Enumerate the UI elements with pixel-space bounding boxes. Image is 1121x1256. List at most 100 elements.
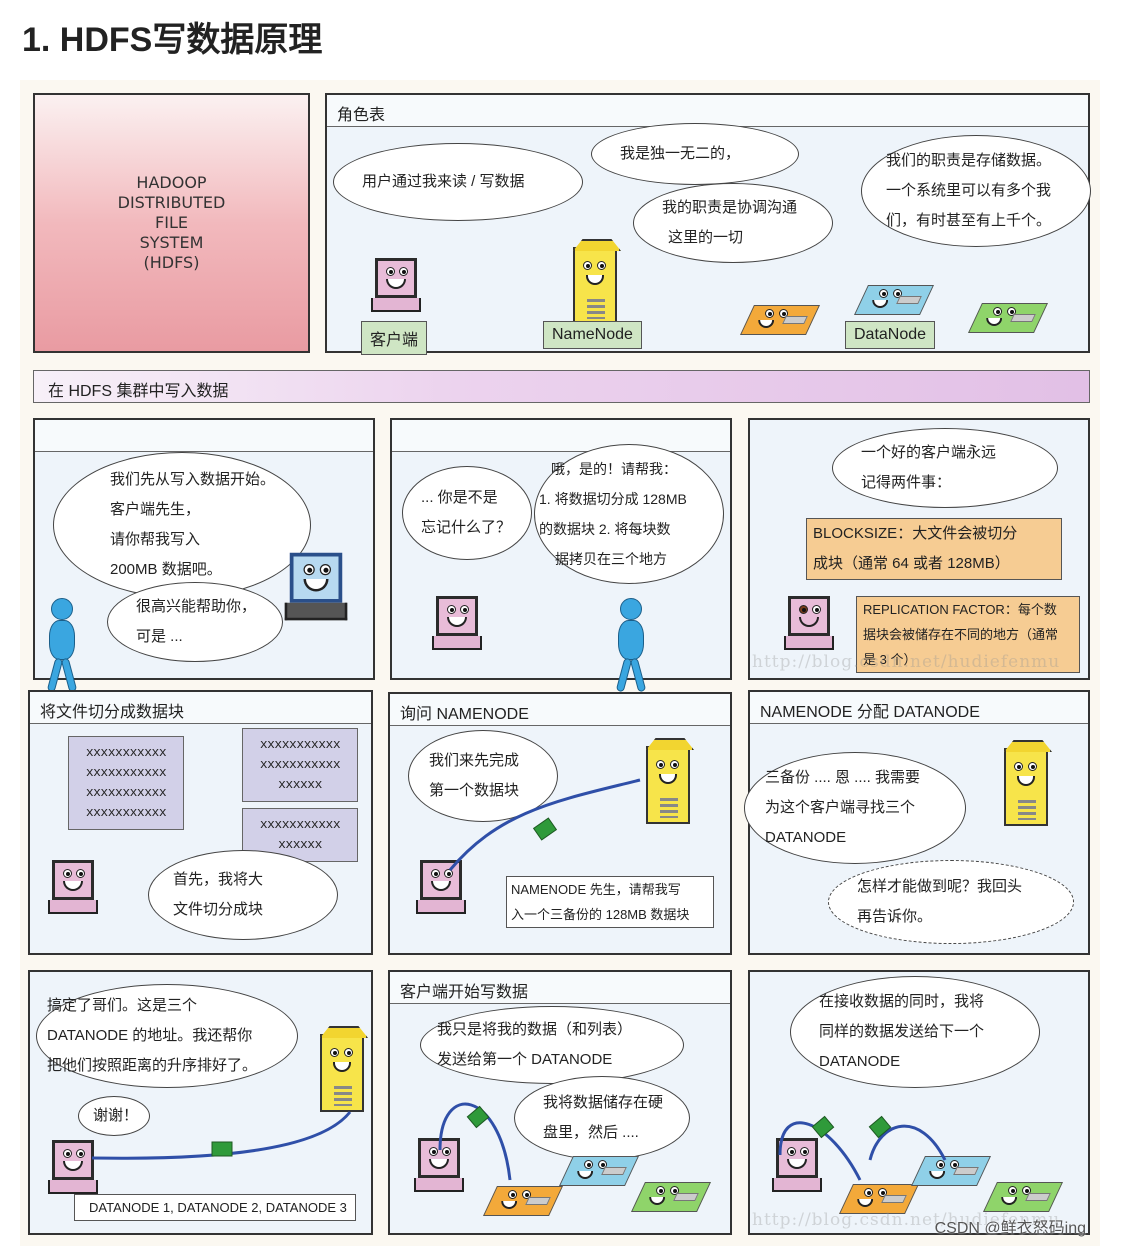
bubble-text: 忘记什么了？ [421,519,512,536]
datanode-blue-icon [854,285,934,315]
bubble-text: 我将数据储存在硬 [543,1094,664,1111]
datanode-orange-icon [483,1186,563,1216]
panel-header: NAMENODE 分配 DATANODE [750,692,1088,724]
bubble-text: 200MB 数据吧。 [110,561,222,578]
datanode-list-note: DATANODE 1, DATANODE 2, DATANODE 3 [74,1194,356,1221]
bubble-text: 可是 ... [136,628,183,645]
panel-namenode-assign: NAMENODE 分配 DATANODE 三备份 .... 恩 .... 我需要… [744,690,1090,955]
replication-factor-note: REPLICATION FACTOR：每个数据块会被储存在不同的地方（通常是 3… [856,596,1080,673]
bubble-text: 我们的职责是存储数据。 [886,152,1052,169]
namenode-server-icon [573,247,617,325]
bubble-text: DATANODE 的地址。我还帮你 [47,1027,253,1044]
datanode-blue-icon [559,1156,639,1186]
bubble-text: 记得两件事： [861,474,952,491]
bubble-text: 搞定了哥们。这是三个 [47,997,198,1014]
panel-two-things: 一个好的客户端永远记得两件事： BLOCKSIZE：大文件会被切分成块（通常 6… [748,418,1090,680]
panel-header: 询问 NAMENODE [390,694,730,726]
bubble-text: 首先，我将大 [173,871,264,888]
datanode-label: DataNode [845,321,936,349]
bubble-text: 用户通过我来读 / 写数据 [362,173,525,190]
bubble-text: 盘里，然后 .... [543,1124,639,1141]
hdfs-comic: HADOOP DISTRIBUTED FILE SYSTEM (HDFS) 角色… [20,80,1100,1246]
bubble-text: 一个好的客户端永远 [861,444,997,461]
bubble-text: 谢谢！ [93,1107,139,1124]
bubble-text: 们，有时甚至有上千个。 [886,212,1052,229]
request-note: NAMENODE 先生，请帮我写入一个三备份的 128MB 数据块 [506,876,714,928]
speech-bubble: 我们来先完成第一个数据块 [408,730,558,822]
datanode-green-icon [983,1182,1063,1212]
client-laptop-icon [772,1138,822,1196]
note-text: 是 3 个） [863,652,917,667]
bubble-text: 很高兴能帮助你， [136,598,257,615]
note-text: REPLICATION FACTOR：每个数 [863,602,1057,617]
panel-header [392,420,730,452]
speech-bubble: 我的职责是协调沟通这里的一切 [633,183,833,263]
client-laptop-icon [371,258,421,316]
bubble-text: 同样的数据发送给下一个 [819,1023,985,1040]
roles-panel: 角色表 用户通过我来读 / 写数据 我是独一无二的， 我的职责是协调沟通这里的一… [325,93,1091,355]
client-laptop-icon [284,552,348,626]
bubble-text: 把他们按照距离的升序排好了。 [47,1057,258,1074]
datanode-orange-icon [740,305,820,335]
bubble-text: 三备份 .... 恩 .... 我需要 [765,769,921,786]
bubble-text: 1. 将数据切分成 128MB [539,491,687,507]
bubble-text: 我的职责是协调沟通 [662,199,798,216]
note-text: 成块（通常 64 或者 128MB） [813,555,1010,572]
datanode-green-icon [631,1182,711,1212]
client-laptop-icon [784,596,834,654]
bubble-text: 怎样才能做到呢？我回头 [857,878,1023,895]
blocksize-note: BLOCKSIZE：大文件会被切分成块（通常 64 或者 128MB） [806,518,1062,580]
speech-bubble: 谢谢！ [78,1096,150,1136]
note-text: 据块会被储存在不同的地方（通常 [863,627,1059,642]
speech-bubble: 一个好的客户端永远记得两件事： [832,428,1058,508]
bubble-text: 再告诉你。 [857,908,933,925]
speech-bubble: 我只是将我的数据（和列表）发送给第一个 DATANODE [420,1006,684,1084]
bubble-text: 我只是将我的数据（和列表） [437,1021,633,1038]
cover-panel: HADOOP DISTRIBUTED FILE SYSTEM (HDFS) [33,93,310,353]
bubble-text: 我是独一无二的， [620,145,741,162]
cover-text: HADOOP DISTRIBUTED FILE SYSTEM (HDFS) [117,173,226,272]
panel-header: 角色表 [327,95,1088,127]
speech-bubble: 我们的职责是存储数据。一个系统里可以有多个我们，有时甚至有上千个。 [861,135,1091,247]
bubble-text: ... 你是不是 [421,489,498,506]
datanode-green-icon [968,303,1048,333]
client-laptop-icon [416,860,466,918]
bubble-text: 的数据块 2. 将每块数 [539,521,671,537]
user-person-icon [610,598,650,698]
bubble-text: 一个系统里可以有多个我 [886,182,1052,199]
speech-bubble: 搞定了哥们。这是三个 DATANODE 的地址。我还帮你把他们按照距离的升序排好了… [36,984,298,1088]
bubble-text: 我们来先完成 [429,752,520,769]
watermark: http://blog.csdn.net/hudiefenmu [752,652,1061,672]
datanode-blue-icon [911,1156,991,1186]
client-laptop-icon [414,1138,464,1196]
panel-datanode-list: 搞定了哥们。这是三个 DATANODE 的地址。我还帮你把他们按照距离的升序排好了… [28,970,373,1235]
watermark: http://blog.csdn.net/hudiefenmu [752,1210,1061,1230]
page-title: 1. HDFS写数据原理 [22,21,323,59]
user-person-icon [41,598,81,698]
bubble-text: 文件切分成块 [173,901,264,918]
panel-header [35,420,373,452]
speech-bubble: 我将数据储存在硬盘里，然后 .... [514,1076,690,1160]
speech-bubble: ... 你是不是忘记什么了？ [402,466,532,560]
note-text: BLOCKSIZE：大文件会被切分 [813,525,1018,542]
bubble-text: 客户端先生， [110,501,201,518]
speech-bubble: 很高兴能帮助你， 可是 ... [107,582,283,662]
namenode-server-icon [1004,748,1048,826]
csdn-credit: CSDN @鲜衣怒码ing [934,1220,1086,1237]
speech-bubble: 我是独一无二的， [591,123,799,185]
namenode-label: NameNode [543,321,642,349]
panel-header: 客户端开始写数据 [390,972,730,1004]
client-laptop-icon [432,596,482,654]
client-label: 客户端 [361,321,428,355]
panel-client-writes: 客户端开始写数据 我只是将我的数据（和列表）发送给第一个 DATANODE 我将… [388,970,732,1235]
client-laptop-icon [48,1140,98,1198]
client-laptop-icon [48,860,98,918]
namenode-server-icon [320,1034,364,1112]
